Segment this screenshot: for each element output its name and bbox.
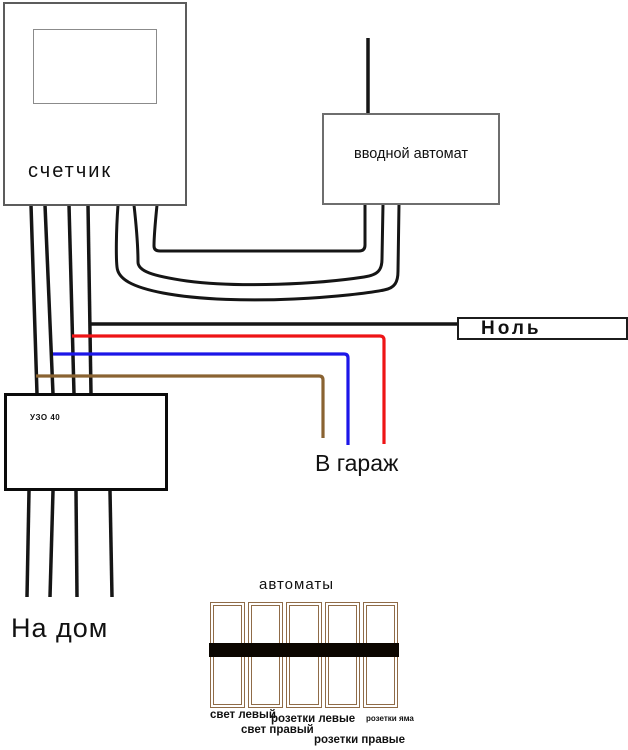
meter-box: счетчик [3,2,187,206]
garage-phase-wire-blue [53,352,350,445]
rcd-box: УЗО 40 [4,393,168,491]
input-breaker-box: вводной автомат [322,113,500,205]
input-breaker-label: вводной автомат [354,146,468,162]
meter-rcd-wire-4 [86,204,93,395]
breaker-label-sockets-right: розетки правые [314,734,406,746]
garage-phase-wire-brown [36,374,325,438]
rcd-house-wire-2 [48,490,55,598]
rcd-label: УЗО 40 [30,413,61,422]
busbar-band [209,643,399,657]
meter-rcd-wire-1 [29,204,39,395]
to-garage-label: В гараж [315,450,399,476]
breaker-label-sockets-pit: розетки яма [366,714,414,723]
neutral-box: Ноль [457,317,628,340]
meter-breaker-loop-middle [132,203,385,287]
neutral-label: Ноль [481,317,542,339]
breaker-label-light-left: свет левый [210,709,276,721]
rcd-house-wire-4 [108,490,114,598]
meter-rcd-wire-3 [67,204,76,395]
meter-label: счетчик [28,160,113,182]
rcd-house-wire-1 [25,490,31,598]
meter-breaker-loop-inner [152,204,367,253]
to-house-label: На дом [11,613,109,643]
breaker-label-light-right: свет правый [241,724,314,736]
breaker-panel-title: автоматы [259,576,335,593]
garage-phase-wire-red [72,334,386,444]
rcd-house-wire-3 [74,490,79,598]
breaker-label-sockets-left: розетки левые [271,713,356,725]
meter-rcd-wire-2 [43,204,55,395]
meter-display-window [33,29,157,104]
meter-breaker-loop-outer [114,203,401,302]
breaker-panel [209,602,399,708]
